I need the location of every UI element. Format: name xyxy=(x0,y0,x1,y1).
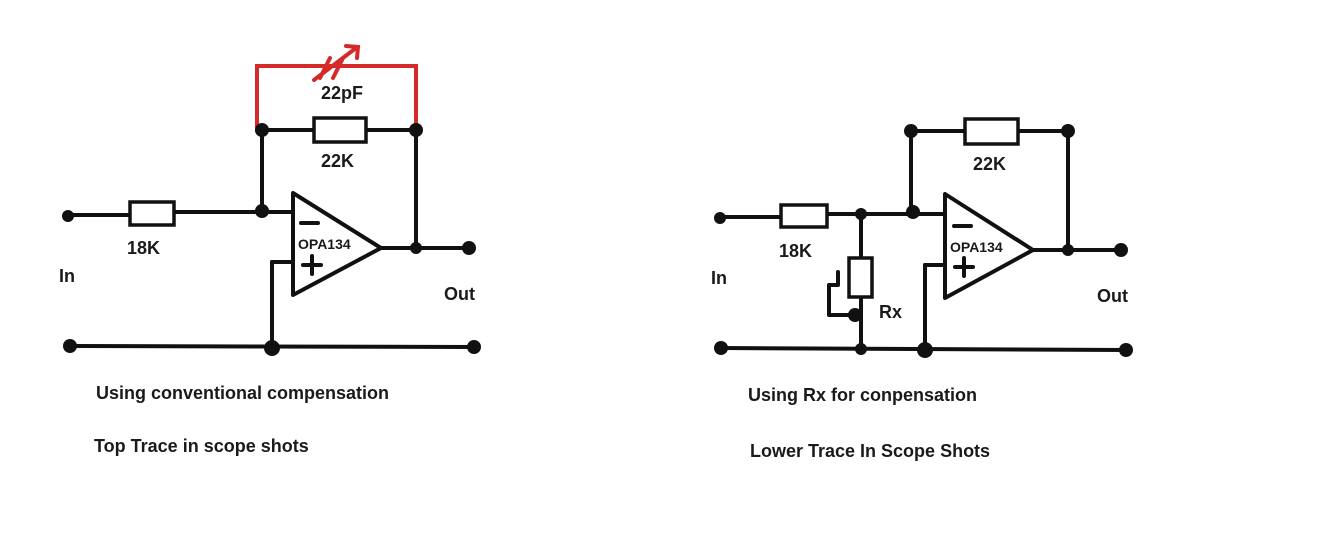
caption-right-1: Using Rx for conpensation xyxy=(748,385,977,405)
input-resistor-label: 18K xyxy=(127,238,160,258)
out-label: Out xyxy=(1097,286,1128,306)
input-resistor-18k xyxy=(128,200,176,227)
in-label: In xyxy=(711,268,727,288)
input-resistor-18k xyxy=(779,203,829,229)
opamp-label: OPA134 xyxy=(298,236,351,252)
terminal-dots-right xyxy=(714,212,1133,357)
circuit-left: 22pF 22K 18K OPA134 In Out Using convent… xyxy=(59,44,481,456)
caption-right-2: Lower Trace In Scope Shots xyxy=(750,441,990,461)
rx-wiper-link xyxy=(827,270,857,317)
in-label: In xyxy=(59,266,75,286)
feedback-resistor-label: 22K xyxy=(321,151,354,171)
feedback-capacitor-path xyxy=(255,44,418,133)
opamp-right xyxy=(943,192,1035,300)
out-label: Out xyxy=(444,284,475,304)
junction-dots-right xyxy=(848,124,1075,358)
opamp-label: OPA134 xyxy=(950,239,1003,255)
capacitor-label: 22pF xyxy=(321,83,363,103)
caption-left-1: Using conventional compensation xyxy=(96,383,389,403)
input-resistor-label: 18K xyxy=(779,241,812,261)
caption-left-2: Top Trace in scope shots xyxy=(94,436,309,456)
junction-dots-left xyxy=(255,123,423,356)
feedback-resistor-22k xyxy=(963,117,1020,146)
opamp-left xyxy=(291,191,383,297)
feedback-resistor-label: 22K xyxy=(973,154,1006,174)
feedback-resistor-22k xyxy=(312,116,368,144)
circuit-right: 22K 18K OPA134 In Out Rx Using Rx for co… xyxy=(711,117,1133,461)
rx-label: Rx xyxy=(879,302,902,322)
terminal-dots-left xyxy=(62,210,481,354)
shunt-resistor-rx xyxy=(847,256,874,299)
